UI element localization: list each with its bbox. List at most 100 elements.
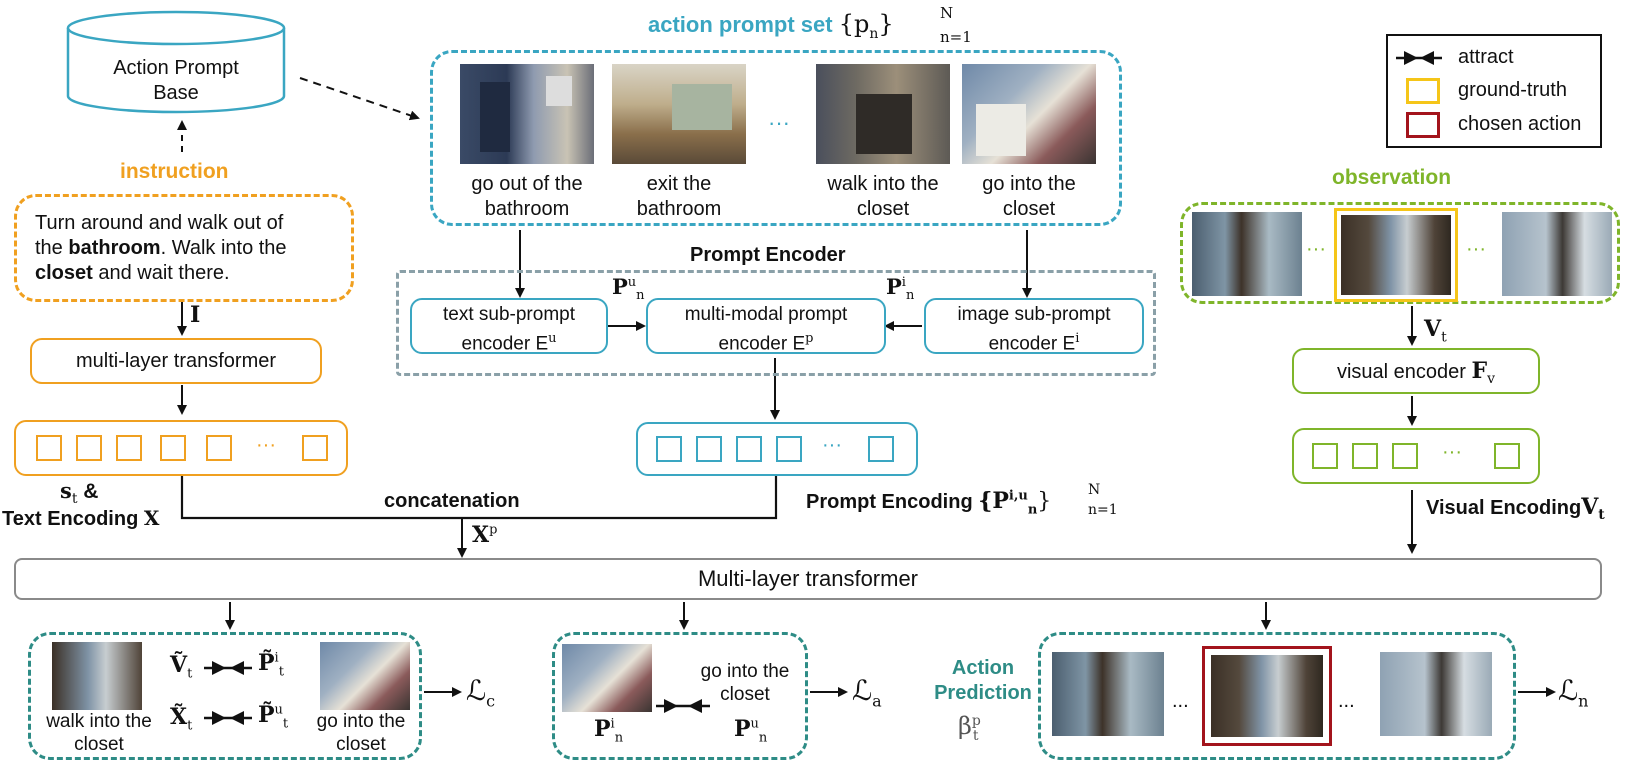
loss-Lc: ℒc bbox=[466, 674, 496, 711]
legend-ground-truth: ground-truth bbox=[1458, 79, 1567, 101]
prompt-encoding-N: N bbox=[1088, 482, 1101, 498]
token-square bbox=[868, 436, 894, 462]
prompt-encoding-label: Prompt Encoding {Pi,un} bbox=[806, 488, 1052, 518]
instruction-title: instruction bbox=[120, 160, 229, 183]
symbol-Pi-bottom: Pin bbox=[594, 716, 624, 746]
alignment-image bbox=[562, 644, 652, 712]
instruction-box: Turn around and walk out of the bathroom… bbox=[14, 194, 354, 302]
observation-dots-1: ··· bbox=[1306, 238, 1326, 260]
symbol-Pt-i: P̃it bbox=[258, 650, 284, 680]
attract-icon-legend bbox=[1396, 51, 1442, 65]
loss-Ln: ℒn bbox=[1558, 674, 1589, 711]
prompt-encoding-range: n=1 bbox=[1088, 502, 1118, 518]
prediction-image-2 bbox=[1211, 655, 1323, 737]
contrastive-box bbox=[28, 632, 422, 760]
token-dots: ··· bbox=[1442, 441, 1462, 463]
legend-chosen-swatch bbox=[1406, 112, 1440, 138]
symbol-Xp: Xp bbox=[472, 522, 498, 548]
prediction-dots-2: ... bbox=[1338, 690, 1355, 712]
prompt-base-line2: Base bbox=[153, 82, 199, 104]
token-square bbox=[160, 435, 186, 461]
prompt-base-label: Action Prompt Base bbox=[76, 56, 276, 106]
attract-icon-mid bbox=[656, 699, 710, 713]
token-square bbox=[1392, 443, 1418, 469]
symbol-Vt-tilde: Ṽt bbox=[170, 652, 193, 682]
image-subprompt-encoder: image sub-prompt encoder Ei bbox=[924, 298, 1144, 354]
symbol-Pu: Pun bbox=[612, 274, 645, 304]
prompt-encoder-box bbox=[396, 270, 1156, 376]
text-encoding-label: Text Encoding X bbox=[2, 506, 160, 530]
symbol-Pt-u: P̃ut bbox=[258, 702, 289, 732]
visual-encoding-box: ··· bbox=[1292, 428, 1540, 484]
prompt-encoding-box: ··· bbox=[636, 422, 918, 476]
visual-encoder-label: visual encoder Fv bbox=[1336, 358, 1496, 387]
token-square bbox=[206, 435, 232, 461]
attract-icon-bottom bbox=[204, 711, 252, 725]
legend-box: attract ground-truth chosen action bbox=[1386, 34, 1602, 148]
observation-image-1 bbox=[1192, 212, 1302, 296]
arrow-base-to-promptset bbox=[299, 77, 420, 121]
prediction-image-3 bbox=[1380, 652, 1492, 736]
st-label: st & bbox=[60, 478, 99, 508]
instruction-text: Turn around and walk out of the bathroom… bbox=[35, 212, 287, 284]
main-transformer-label: Multi-layer transformer bbox=[697, 566, 919, 591]
database-icon bbox=[66, 10, 286, 114]
symbol-Pi: Pin bbox=[886, 274, 915, 304]
concat-line bbox=[180, 476, 778, 520]
visual-encoder-box: visual encoder Fv bbox=[1292, 348, 1540, 394]
observation-image-2 bbox=[1341, 215, 1451, 295]
attract-icon-top bbox=[204, 661, 252, 675]
legend-ground-truth-swatch bbox=[1406, 78, 1440, 104]
prediction-image-1 bbox=[1052, 652, 1164, 736]
prompt-set-N: N bbox=[940, 4, 954, 22]
token-square bbox=[76, 435, 102, 461]
observation-box bbox=[1180, 202, 1620, 304]
token-square bbox=[1352, 443, 1378, 469]
token-square bbox=[302, 435, 328, 461]
contrastive-image-2 bbox=[320, 642, 410, 710]
symbol-Xt-tilde: X̃t bbox=[170, 704, 193, 734]
alignment-box bbox=[552, 632, 808, 760]
token-square bbox=[36, 435, 62, 461]
prompt-encoder-title: Prompt Encoder bbox=[690, 244, 846, 266]
loss-La: ℒa bbox=[852, 674, 882, 711]
prompt-set-box bbox=[430, 50, 1122, 226]
text-encoding-box: ··· bbox=[14, 420, 348, 476]
observation-ground-truth-frame bbox=[1334, 208, 1458, 302]
prompt-image-bathroom-2 bbox=[612, 64, 746, 164]
symbol-Pu-bottom: Pun bbox=[734, 716, 768, 746]
token-square bbox=[696, 436, 722, 462]
prediction-dots-1: ... bbox=[1172, 690, 1189, 712]
prompt-image-bathroom-1 bbox=[460, 64, 594, 164]
text-transformer-label: multi-layer transformer bbox=[75, 350, 277, 372]
visual-encoding-label: Visual EncodingVt bbox=[1426, 494, 1605, 523]
prompt-image-closet-1 bbox=[816, 64, 950, 164]
token-dots: ··· bbox=[822, 434, 842, 456]
token-square bbox=[1494, 443, 1520, 469]
symbol-I: I bbox=[190, 302, 201, 328]
legend-attract: attract bbox=[1458, 46, 1514, 68]
prompt-image-closet-2 bbox=[962, 64, 1096, 164]
prompt-set-ellipsis: ··· bbox=[768, 110, 790, 135]
text-transformer-box: multi-layer transformer bbox=[30, 338, 322, 384]
main-transformer-box: Multi-layer transformer bbox=[14, 558, 1602, 600]
observation-image-3 bbox=[1502, 212, 1612, 296]
concatenation-label: concatenation bbox=[384, 490, 520, 512]
prompt-set-title: action prompt set {pn} bbox=[648, 10, 894, 42]
prompt-base-line1: Action Prompt bbox=[113, 57, 239, 79]
observation-dots-2: ··· bbox=[1466, 238, 1486, 260]
action-prediction-box bbox=[1038, 632, 1516, 760]
symbol-Vt: Vt bbox=[1424, 316, 1447, 346]
contrastive-image-1 bbox=[52, 642, 142, 710]
token-square bbox=[116, 435, 142, 461]
